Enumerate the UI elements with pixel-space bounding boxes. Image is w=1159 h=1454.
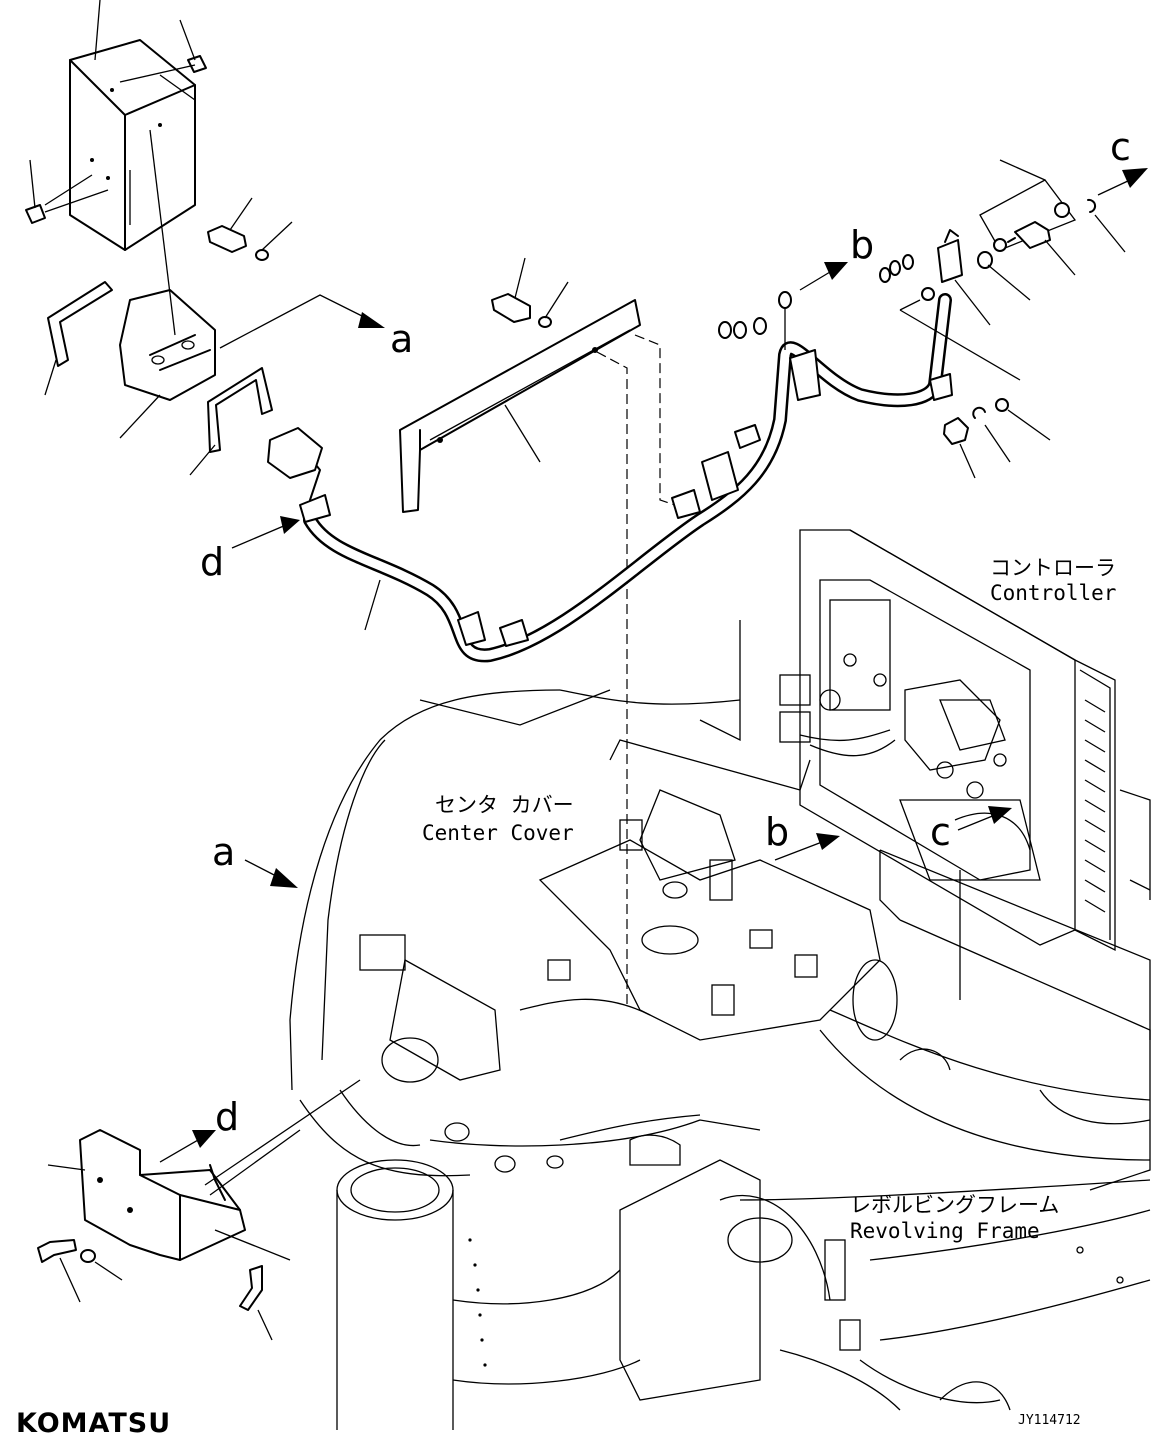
center-dashed-guide: [596, 351, 628, 1005]
callout-b-lower: b: [765, 810, 789, 854]
callout-b-top: b: [850, 223, 874, 267]
mounting-bar: [399, 299, 641, 513]
arrow-b-lower: [774, 833, 840, 861]
bolt-washer-lower: [37, 1239, 123, 1303]
arrow-d-top: [231, 516, 300, 549]
screw-left: [25, 159, 109, 224]
arrow-b-top: [799, 262, 848, 291]
arrow-a-lower: [244, 859, 298, 888]
u-bolt-left: [44, 281, 113, 396]
arrow-d-lower: [159, 1130, 216, 1163]
label-center-cover-ja: センタ カバー: [435, 793, 574, 817]
komatsu-logo: KOMATSU: [16, 1408, 171, 1439]
u-bolt-right: [189, 367, 273, 476]
lower-cover-bracket: [47, 1079, 361, 1261]
arrow-c-top: [1097, 168, 1148, 196]
bolt-washer-upper-left: [207, 197, 293, 261]
label-revolving-frame-en: Revolving Frame: [850, 1219, 1040, 1243]
sensor-cluster: [879, 229, 1031, 381]
callout-a-lower: a: [212, 830, 235, 874]
callout-c-top: c: [1110, 125, 1131, 169]
screw-top: [119, 19, 207, 101]
callout-a-top: a: [390, 317, 413, 361]
label-center-cover-en: Center Cover: [422, 821, 574, 845]
label-controller-en: Controller: [990, 581, 1116, 605]
callout-d-lower: d: [215, 1095, 239, 1139]
label-controller-ja: コントローラ: [990, 556, 1116, 580]
mounting-bracket: [119, 129, 216, 439]
washers-b: [718, 291, 792, 350]
label-revolving-frame-ja: レボルビングフレーム: [850, 1193, 1059, 1217]
center-cover: [289, 620, 741, 1091]
clip-lower: [239, 1265, 273, 1341]
switch-assembly: [979, 159, 1126, 276]
drawing-id: JY114712: [1018, 1413, 1081, 1428]
cover-plate: [69, 0, 196, 251]
arrow-a-top: [219, 294, 385, 349]
callout-d-top: d: [200, 540, 224, 584]
callout-c-lower: c: [930, 810, 951, 854]
wire-harness: [267, 293, 953, 663]
bolt-washer-center: [491, 257, 569, 328]
bar-dashed-guide: [634, 334, 691, 511]
revolving-frame: [299, 739, 1151, 1411]
arrow-c-lower: [957, 806, 1012, 831]
swing-bearing-post: [336, 1159, 641, 1430]
nut-washers-lower-right: [943, 398, 1051, 479]
